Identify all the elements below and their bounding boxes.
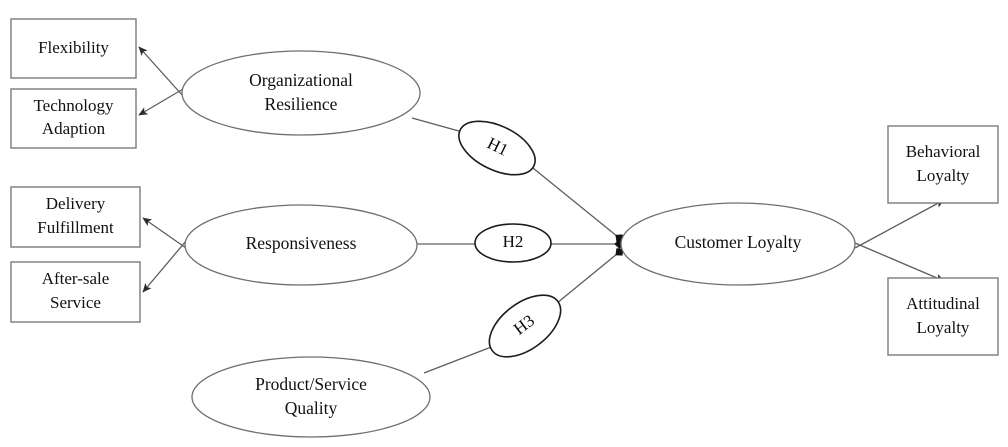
indicator-behavioral-loyalty-label-line2: Loyalty <box>917 166 970 185</box>
construct-product-service-quality[interactable]: Product/Service Quality <box>191 356 431 438</box>
indicator-delivery-fulfillment[interactable]: Delivery Fulfillment <box>10 186 141 248</box>
link-responsiveness-to-delivery-fulfillment <box>142 217 187 249</box>
hypothesis-h3[interactable]: H3 <box>478 283 571 369</box>
hypothesis-h2-label: H2 <box>503 232 524 251</box>
indicator-attitudinal-loyalty[interactable]: Attitudinal Loyalty <box>887 277 999 356</box>
construct-customer-loyalty[interactable]: Customer Loyalty <box>620 202 856 286</box>
indicator-flexibility[interactable]: Flexibility <box>10 18 137 79</box>
link-h1-to-customer-loyalty <box>527 163 624 242</box>
indicator-delivery-fulfillment-label-line1: Delivery <box>46 194 106 213</box>
link-resilience-to-h1 <box>411 117 467 134</box>
indicator-technology-adaption-label-line1: Technology <box>33 96 114 115</box>
construct-organizational-resilience[interactable]: Organizational Resilience <box>181 50 421 136</box>
indicator-after-sale-service-label-line2: Service <box>50 293 101 312</box>
construct-product-service-quality-label-line2: Quality <box>285 398 338 418</box>
indicator-technology-adaption[interactable]: Technology Adaption <box>10 88 137 149</box>
hypothesis-h1[interactable]: H1 <box>451 110 544 185</box>
construct-responsiveness[interactable]: Responsiveness <box>184 204 418 286</box>
hypothesis-h2[interactable]: H2 <box>474 223 552 263</box>
indicator-technology-adaption-label-line2: Adaption <box>42 119 106 138</box>
link-quality-to-h3 <box>423 343 500 374</box>
indicator-delivery-fulfillment-label-line2: Fulfillment <box>37 218 114 237</box>
indicator-attitudinal-loyalty-label-line2: Loyalty <box>917 318 970 337</box>
construct-organizational-resilience-label-line2: Resilience <box>265 94 338 114</box>
indicator-after-sale-service-label-line1: After-sale <box>42 269 110 288</box>
indicator-attitudinal-loyalty-label-line1: Attitudinal <box>906 294 980 313</box>
construct-responsiveness-label-line1: Responsiveness <box>246 233 357 253</box>
indicator-behavioral-loyalty-label-line1: Behavioral <box>906 142 981 161</box>
link-customer-loyalty-to-attitudinal-loyalty <box>854 242 945 282</box>
link-resilience-to-technology-adaption <box>138 88 184 116</box>
link-h3-to-customer-loyalty <box>550 248 624 309</box>
link-resilience-to-flexibility <box>138 46 184 97</box>
link-responsiveness-to-after-sale-service <box>142 240 187 293</box>
construct-product-service-quality-label-line1: Product/Service <box>255 374 367 394</box>
indicator-behavioral-loyalty[interactable]: Behavioral Loyalty <box>887 125 999 204</box>
indicator-after-sale-service[interactable]: After-sale Service <box>10 261 141 323</box>
link-customer-loyalty-to-behavioral-loyalty <box>854 199 945 249</box>
construct-customer-loyalty-label-line1: Customer Loyalty <box>675 232 802 252</box>
indicator-flexibility-label-line1: Flexibility <box>38 38 109 57</box>
construct-organizational-resilience-label-line1: Organizational <box>249 70 353 90</box>
